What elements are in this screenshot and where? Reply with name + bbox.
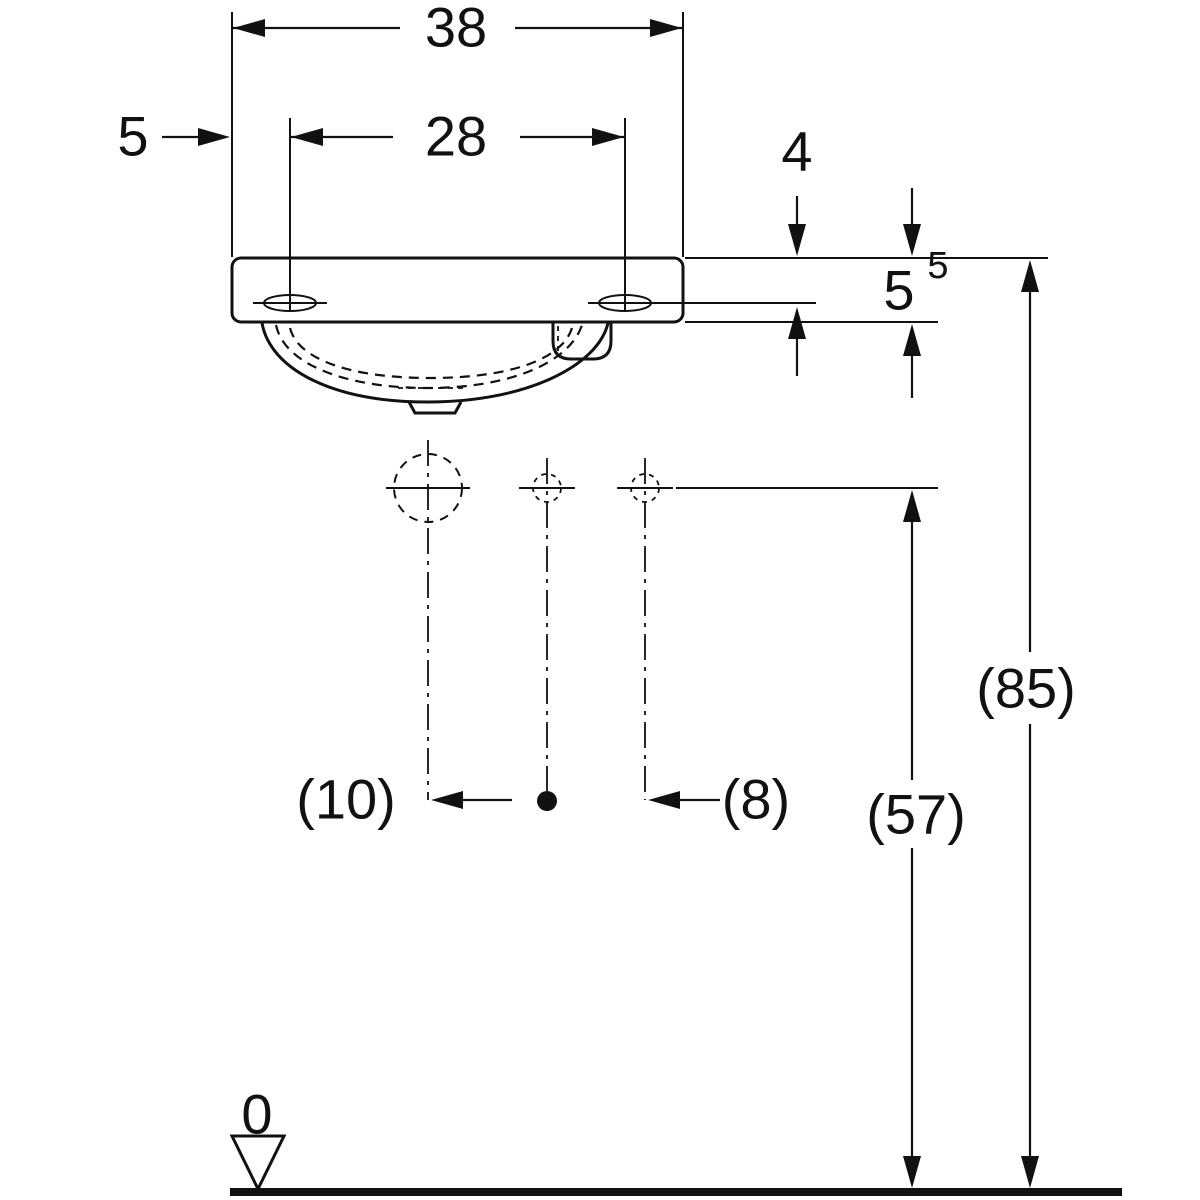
arrow-57-up xyxy=(903,490,921,522)
label-rim-height-main: 5 xyxy=(883,259,914,322)
arrow-57-down xyxy=(903,1156,921,1188)
arrow-38-left xyxy=(233,19,265,37)
arrow-5-right xyxy=(198,128,230,146)
dim-tap-spacing-28: 28 xyxy=(291,105,624,168)
dim-width-38: 38 xyxy=(233,0,682,59)
datum-triangle xyxy=(229,1134,287,1193)
dim-top-to-tap-4: 4 xyxy=(781,120,813,376)
label-width-38: 38 xyxy=(425,0,487,59)
arrow-85-up xyxy=(1021,260,1039,292)
label-top-to-tap-4: 4 xyxy=(781,120,812,183)
arrow-55-up xyxy=(903,324,921,356)
dim-drain-offset-10: (10) xyxy=(296,768,512,831)
dim-height-57: (57) xyxy=(866,490,966,1188)
reference-dot xyxy=(537,791,557,811)
dim-height-85: (85) xyxy=(976,260,1076,1188)
basin-rim xyxy=(230,256,685,324)
hole-symbols xyxy=(386,440,673,811)
arrow-4-down xyxy=(788,224,806,256)
arrow-28-right xyxy=(592,128,624,146)
floor-datum: 0 xyxy=(229,1083,1122,1196)
arrow-8-left xyxy=(648,791,680,809)
label-tap-spacing-28: 28 xyxy=(425,105,487,168)
arrow-10-left xyxy=(431,791,463,809)
arrow-4-up xyxy=(788,307,806,339)
overflow-housing xyxy=(551,323,613,361)
label-height-85: (85) xyxy=(976,657,1076,720)
arrow-85-down xyxy=(1021,1156,1039,1188)
drain-stub xyxy=(407,401,463,415)
label-rim-height-sup: 5 xyxy=(927,245,948,287)
arrow-55-down xyxy=(903,224,921,256)
washbasin-outline xyxy=(230,256,685,415)
label-edge-offset-5: 5 xyxy=(117,105,148,168)
reference-lines xyxy=(231,12,1048,489)
label-drain-offset-10: (10) xyxy=(296,768,396,831)
bowl-outer-curve xyxy=(260,322,610,404)
dim-rim-height-55: 5 5 xyxy=(883,188,949,398)
dim-hole-offset-8: (8) xyxy=(648,768,790,831)
dim-edge-offset-5: 5 xyxy=(117,105,230,168)
arrow-38-right xyxy=(650,19,682,37)
arrow-28-left xyxy=(291,128,323,146)
label-height-57: (57) xyxy=(866,783,966,846)
bowl-inner-curve-hidden-2 xyxy=(288,327,574,380)
label-hole-offset-8: (8) xyxy=(722,768,790,831)
